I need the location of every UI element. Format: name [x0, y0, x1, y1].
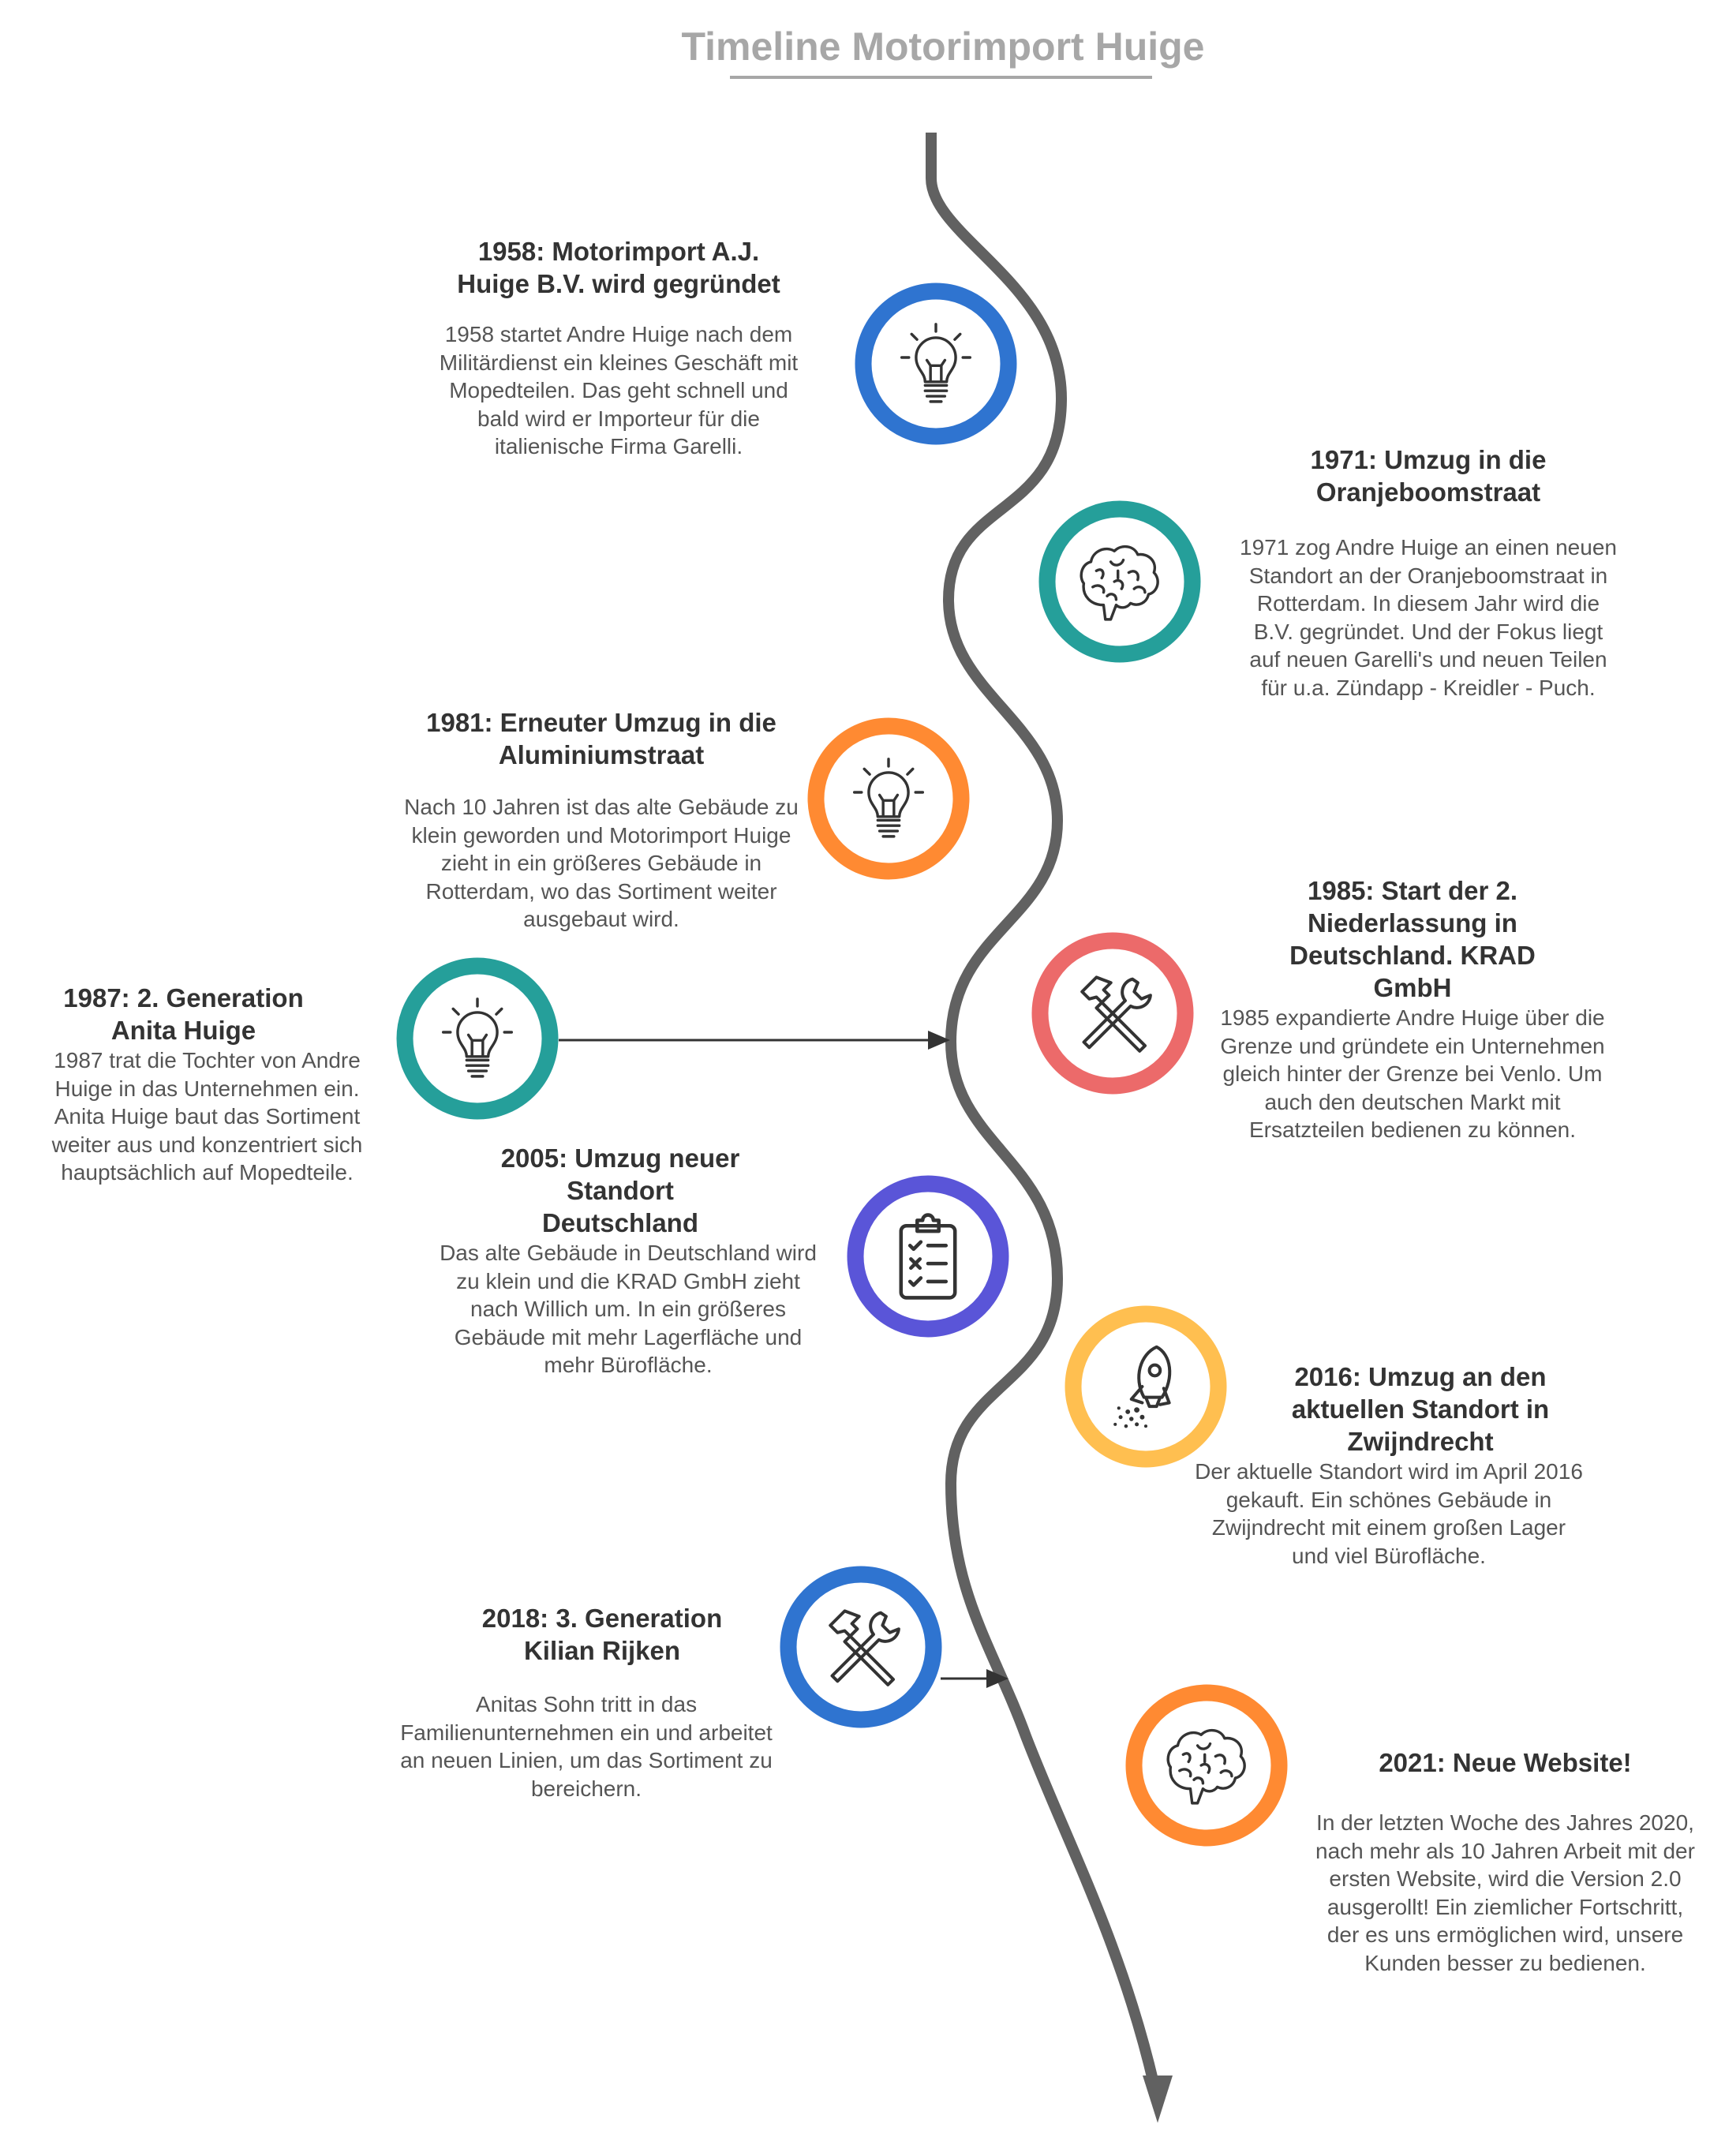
- event-1971: 1971: Umzug in die Oranjeboomstraat 1971…: [1199, 444, 1657, 702]
- event-marker-ring: [847, 1175, 1009, 1338]
- event-marker-ring: [807, 717, 970, 880]
- event-text: 1987 trat die Tochter von Andre Huige in…: [51, 1048, 363, 1185]
- event-heading: 1985: Start der 2. Niederlassung in Deut…: [1289, 876, 1536, 1002]
- connector-1987: [559, 1031, 950, 1050]
- event-text: 1985 expandierte Andre Huige über die Gr…: [1220, 1005, 1605, 1142]
- event-heading: 1971: Umzug in die Oranjeboomstraat: [1310, 445, 1547, 507]
- event-2021: 2021: Neue Website! In der letzten Woche…: [1290, 1746, 1720, 1977]
- event-text: Anitas Sohn tritt in das Familienunterne…: [400, 1692, 773, 1801]
- event-1987: 1987: 2. Generation Anita Huige 1987 tra…: [16, 982, 399, 1187]
- event-text: 1958 startet Andre Huige nach dem Militä…: [439, 322, 799, 459]
- event-2018: 2018: 3. Generation Kilian Rijken Anitas…: [354, 1602, 819, 1802]
- event-text: Der aktuelle Standort wird im April 2016…: [1195, 1459, 1583, 1568]
- event-text: 1971 zog Andre Huige an einen neuen Stan…: [1240, 535, 1617, 700]
- event-marker-ring: [1065, 1305, 1227, 1468]
- event-heading: 2005: Umzug neuer Standort Deutschland: [500, 1144, 740, 1237]
- timeline-arrowhead: [1143, 2076, 1173, 2123]
- event-1985: 1985: Start der 2. Niederlassung in Deut…: [1184, 874, 1641, 1144]
- event-1958: 1958: Motorimport A.J. Huige B.V. wird g…: [382, 235, 855, 461]
- event-text: Nach 10 Jahren ist das alte Gebäude zu k…: [404, 795, 799, 931]
- event-marker-ring: [396, 957, 559, 1120]
- event-text: In der letzten Woche des Jahres 2020, na…: [1315, 1810, 1695, 1975]
- event-2005: 2005: Umzug neuer Standort Deutschland D…: [384, 1142, 873, 1379]
- page-title: Timeline Motorimport Huige: [681, 24, 1205, 69]
- event-heading: 1987: 2. Generation Anita Huige: [63, 983, 304, 1045]
- title-underline: [730, 76, 1152, 79]
- connector-2018: [941, 1669, 1008, 1688]
- event-heading: 2021: Neue Website!: [1379, 1748, 1632, 1777]
- event-marker-ring: [855, 283, 1017, 445]
- event-heading: 1958: Motorimport A.J. Huige B.V. wird g…: [457, 237, 780, 298]
- timeline-path: [926, 133, 1159, 2085]
- event-2016: 2016: Umzug an den aktuellen Standort in…: [1148, 1361, 1645, 1570]
- event-heading: 2018: 3. Generation Kilian Rijken: [481, 1604, 723, 1665]
- event-text: Das alte Gebäude in Deutschland wird zu …: [440, 1241, 817, 1377]
- event-heading: 1981: Erneuter Umzug in die Aluminiumstr…: [426, 708, 776, 769]
- event-1981: 1981: Erneuter Umzug in die Aluminiumstr…: [357, 706, 846, 934]
- event-heading: 2016: Umzug an den aktuellen Standort in…: [1291, 1362, 1550, 1456]
